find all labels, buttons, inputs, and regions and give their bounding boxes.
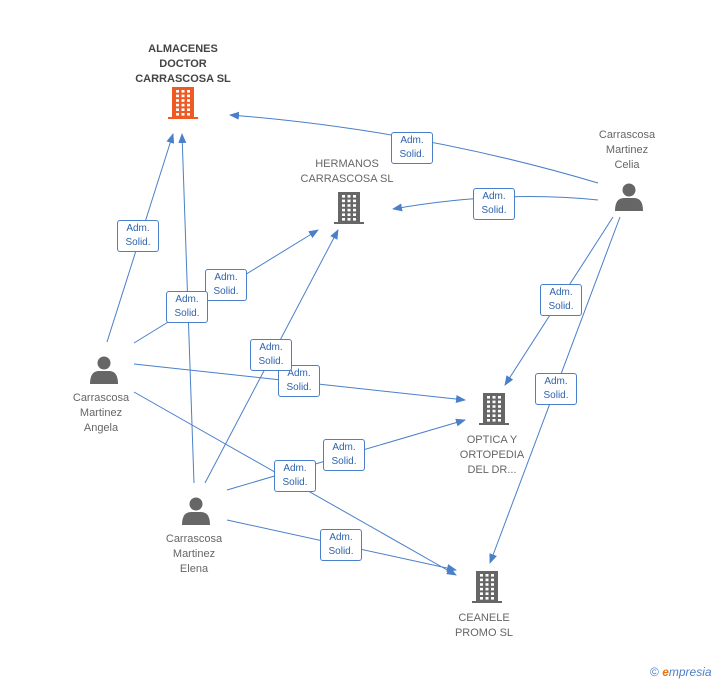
optica-building-icon[interactable] <box>479 393 509 425</box>
edge-label-angela-to-almacenes[interactable]: Adm. Solid. <box>117 220 159 252</box>
brand-name: mpresia <box>668 665 712 679</box>
edge-label-angela-to-hermanos[interactable]: Adm. Solid. <box>205 269 247 301</box>
almacenes-node-label[interactable]: ALMACENES DOCTOR CARRASCOSA SL <box>135 43 231 85</box>
celia-person-icon[interactable] <box>615 183 643 212</box>
edge-label-elena-to-hermanos[interactable]: Adm. Solid. <box>250 339 292 371</box>
elena-person-icon[interactable] <box>182 497 210 526</box>
ceanele-node-label[interactable]: CEANELE PROMO SL <box>454 612 514 639</box>
angela-node-label[interactable]: Carrascosa Martinez Angela <box>72 392 130 434</box>
edge-label-elena-to-optica[interactable]: Adm. Solid. <box>323 439 365 471</box>
copyright-symbol: © <box>650 665 659 679</box>
edge-label-celia-to-hermanos[interactable]: Adm. Solid. <box>473 188 515 220</box>
empresia-logo-icon: e <box>662 665 669 679</box>
ceanele-building-icon[interactable] <box>472 571 502 603</box>
optica-node-label[interactable]: OPTICA Y ORTOPEDIA DEL DR... <box>459 434 525 476</box>
edge-label-angela-to-ceanele[interactable]: Adm. Solid. <box>274 460 316 492</box>
edge-label-angela-to-optica[interactable]: Adm. Solid. <box>278 365 320 397</box>
hermanos-building-icon[interactable] <box>334 192 364 224</box>
celia-node-label[interactable]: Carrascosa Martinez Celia <box>598 129 656 171</box>
edge-label-elena-to-ceanele[interactable]: Adm. Solid. <box>320 529 362 561</box>
hermanos-node-label[interactable]: HERMANOS CARRASCOSA SL <box>300 158 394 185</box>
watermark: © empresia <box>650 665 712 679</box>
angela-person-icon[interactable] <box>90 356 118 385</box>
almacenes-building-icon[interactable] <box>168 87 198 119</box>
edge-label-celia-to-ceanele[interactable]: Adm. Solid. <box>535 373 577 405</box>
elena-node-label[interactable]: Carrascosa Martinez Elena <box>165 533 223 575</box>
edge-label-elena-to-almacenes[interactable]: Adm. Solid. <box>166 291 208 323</box>
edge-label-celia-to-optica[interactable]: Adm. Solid. <box>540 284 582 316</box>
edge-label-celia-to-almacenes[interactable]: Adm. Solid. <box>391 132 433 164</box>
